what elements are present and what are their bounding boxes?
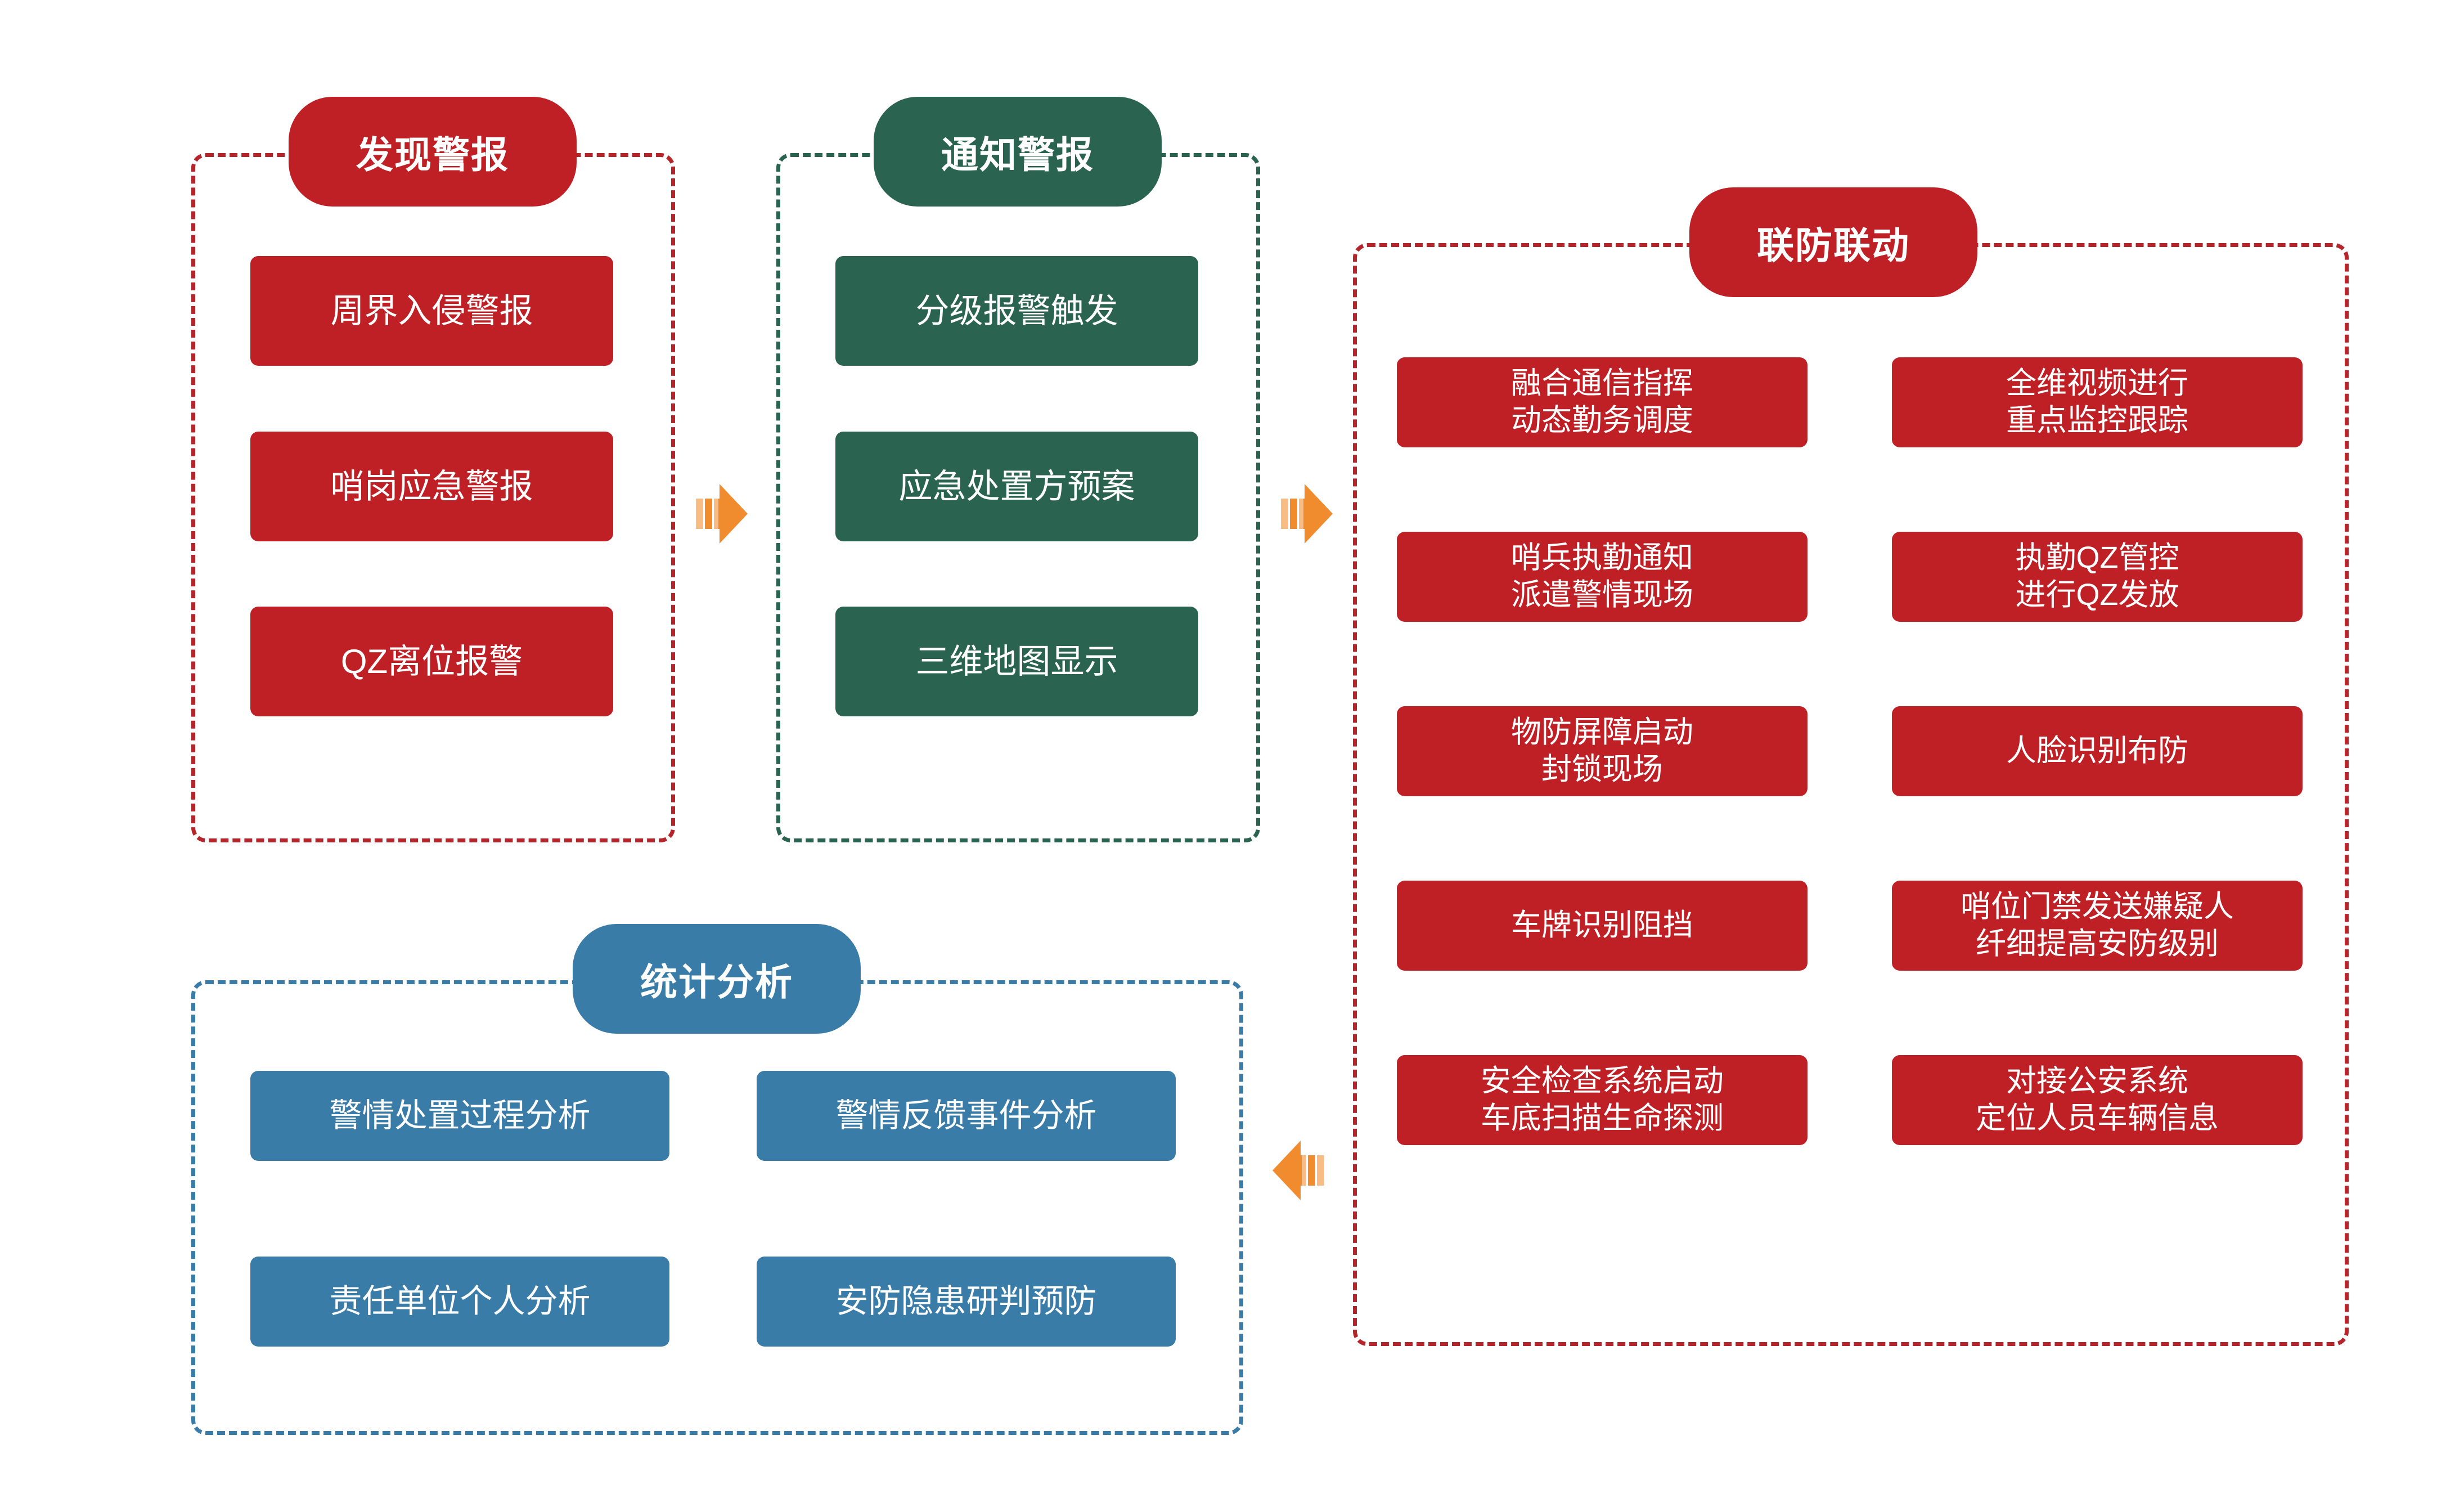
- card-physical-barrier-lockdown[interactable]: 物防屏障启动 封锁现场: [1397, 706, 1807, 796]
- card-label-line1: 对接公安系统: [2006, 1064, 2188, 1098]
- card-label-line2: 车底扫描生命探测: [1481, 1101, 1724, 1135]
- arrow-notify-to-joint: [1281, 483, 1333, 545]
- card-fused-comm-command-dispatch[interactable]: 融合通信指挥 动态勤务调度: [1397, 357, 1807, 447]
- card-label-line1: 人脸识别布防: [2006, 734, 2188, 768]
- card-omni-video-key-tracking[interactable]: 全维视频进行 重点监控跟踪: [1892, 357, 2303, 447]
- section-title-discover-alarm: 发现警报: [289, 97, 577, 207]
- card-label-line2: 封锁现场: [1541, 752, 1663, 786]
- card-label: 安防隐患研判预防: [835, 1282, 1097, 1320]
- card-duty-qz-control-issue[interactable]: 执勤QZ管控 进行QZ发放: [1892, 532, 2303, 622]
- card-sentry-emergency-alarm[interactable]: 哨岗应急警报: [250, 432, 613, 541]
- card-police-system-integration[interactable]: 对接公安系统 定位人员车辆信息: [1892, 1055, 2303, 1145]
- card-label: 哨岗应急警报: [330, 467, 533, 505]
- section-title-joint-defense-label: 联防联动: [1757, 224, 1910, 266]
- card-responsible-unit-person-analysis[interactable]: 责任单位个人分析: [250, 1257, 669, 1347]
- card-label-line1: 全维视频进行: [2006, 366, 2188, 401]
- section-title-joint-defense: 联防联动: [1689, 187, 1977, 297]
- card-label-line1: 安全检查系统启动: [1481, 1064, 1724, 1098]
- card-sentry-duty-notice-dispatch[interactable]: 哨兵执勤通知 派遣警情现场: [1397, 532, 1807, 622]
- card-label-line1: 融合通信指挥: [1511, 366, 1693, 401]
- section-title-notify-alarm-label: 通知警报: [941, 133, 1094, 176]
- card-perimeter-intrusion-alarm[interactable]: 周界入侵警报: [250, 256, 613, 366]
- card-label: 三维地图显示: [915, 642, 1118, 680]
- card-label: 应急处置方预案: [898, 467, 1135, 505]
- section-title-discover-alarm-label: 发现警报: [356, 133, 509, 176]
- section-title-notify-alarm: 通知警报: [874, 97, 1162, 207]
- card-label-line2: 定位人员车辆信息: [1976, 1101, 2219, 1135]
- arrow-discover-to-notify: [696, 483, 748, 545]
- card-qz-off-post-alarm[interactable]: QZ离位报警: [250, 607, 613, 716]
- arrow-joint-to-statistics: [1273, 1139, 1324, 1201]
- section-title-statistics-analysis: 统计分析: [573, 924, 861, 1034]
- card-label-line2: 派遣警情现场: [1511, 578, 1693, 612]
- card-label: 警情处置过程分析: [329, 1097, 591, 1134]
- card-label-line2: 进行QZ发放: [2015, 578, 2179, 612]
- card-face-recognition-deployment[interactable]: 人脸识别布防: [1892, 706, 2303, 796]
- card-label: QZ离位报警: [340, 642, 523, 680]
- card-3d-map-display[interactable]: 三维地图显示: [835, 607, 1198, 716]
- section-title-statistics-analysis-label: 统计分析: [640, 961, 793, 1003]
- card-security-check-undercar-scan[interactable]: 安全检查系统启动 车底扫描生命探测: [1397, 1055, 1807, 1145]
- card-label-line1: 物防屏障启动: [1511, 715, 1693, 750]
- card-label: 分级报警触发: [915, 291, 1118, 330]
- card-label: 警情反馈事件分析: [835, 1097, 1097, 1134]
- card-label-line1: 执勤QZ管控: [2015, 541, 2179, 575]
- card-label-line2: 重点监控跟踪: [2006, 403, 2188, 437]
- card-emergency-response-plan[interactable]: 应急处置方预案: [835, 432, 1198, 541]
- card-label-line2: 动态勤务调度: [1511, 403, 1693, 437]
- card-security-risk-prevention-analysis[interactable]: 安防隐患研判预防: [757, 1257, 1176, 1347]
- panel-statistics-analysis: [191, 980, 1243, 1435]
- card-license-plate-block[interactable]: 车牌识别阻挡: [1397, 881, 1807, 971]
- card-label-line2: 纤细提高安防级别: [1976, 927, 2219, 961]
- card-alarm-handling-process-analysis[interactable]: 警情处置过程分析: [250, 1071, 669, 1161]
- card-post-access-suspect-alert[interactable]: 哨位门禁发送嫌疑人 纤细提高安防级别: [1892, 881, 2303, 971]
- card-label-line1: 车牌识别阻挡: [1511, 908, 1693, 943]
- card-alarm-feedback-event-analysis[interactable]: 警情反馈事件分析: [757, 1071, 1176, 1161]
- card-label: 周界入侵警报: [330, 291, 533, 330]
- card-label-line1: 哨兵执勤通知: [1511, 541, 1693, 575]
- card-label: 责任单位个人分析: [329, 1282, 591, 1320]
- card-graded-alarm-trigger[interactable]: 分级报警触发: [835, 256, 1198, 366]
- card-label-line1: 哨位门禁发送嫌疑人: [1961, 890, 2234, 924]
